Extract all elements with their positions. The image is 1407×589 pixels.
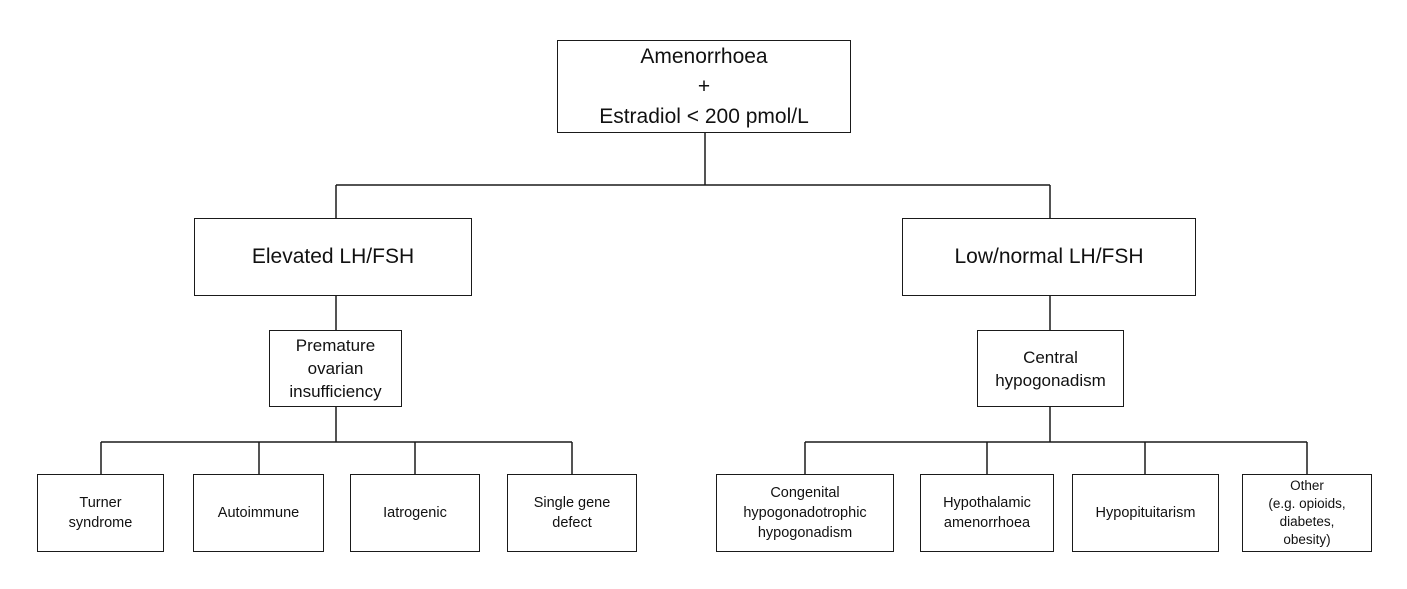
root-label: Amenorrhoea + Estradiol < 200 pmol/L <box>599 44 809 128</box>
cause-node: Turner syndrome <box>37 474 164 552</box>
cause-label: Iatrogenic <box>383 505 447 521</box>
cause-label: Single gene defect <box>533 495 611 531</box>
cause-node: Hypothalamic amenorrhoea <box>920 474 1054 552</box>
cause-node: Hypopituitarism <box>1072 474 1219 552</box>
cause-label: Congenital hypogonadotrophic hypogonadis… <box>743 485 867 541</box>
cause-label: Other (e.g. opioids, diabetes, obesity) <box>1268 478 1346 547</box>
cause-node: Iatrogenic <box>350 474 480 552</box>
branch-label: Elevated LH/FSH <box>251 245 415 268</box>
condition-label: Central hypogonadism <box>995 347 1106 390</box>
root-node: Amenorrhoea + Estradiol < 200 pmol/L <box>557 40 851 133</box>
condition-label: Premature ovarian insufficiency <box>289 336 382 401</box>
cause-node: Autoimmune <box>193 474 324 552</box>
condition-node-poi: Premature ovarian insufficiency <box>269 330 402 407</box>
branch-node-elevated: Elevated LH/FSH <box>194 218 472 296</box>
cause-node: Single gene defect <box>507 474 637 552</box>
cause-label: Turner syndrome <box>68 495 133 531</box>
branch-node-low-normal: Low/normal LH/FSH <box>902 218 1196 296</box>
cause-node: Other (e.g. opioids, diabetes, obesity) <box>1242 474 1372 552</box>
cause-node: Congenital hypogonadotrophic hypogonadis… <box>716 474 894 552</box>
cause-label: Autoimmune <box>217 505 300 521</box>
cause-label: Hypothalamic amenorrhoea <box>943 495 1031 531</box>
branch-label: Low/normal LH/FSH <box>954 245 1144 268</box>
cause-label: Hypopituitarism <box>1095 505 1196 521</box>
condition-node-central: Central hypogonadism <box>977 330 1124 407</box>
